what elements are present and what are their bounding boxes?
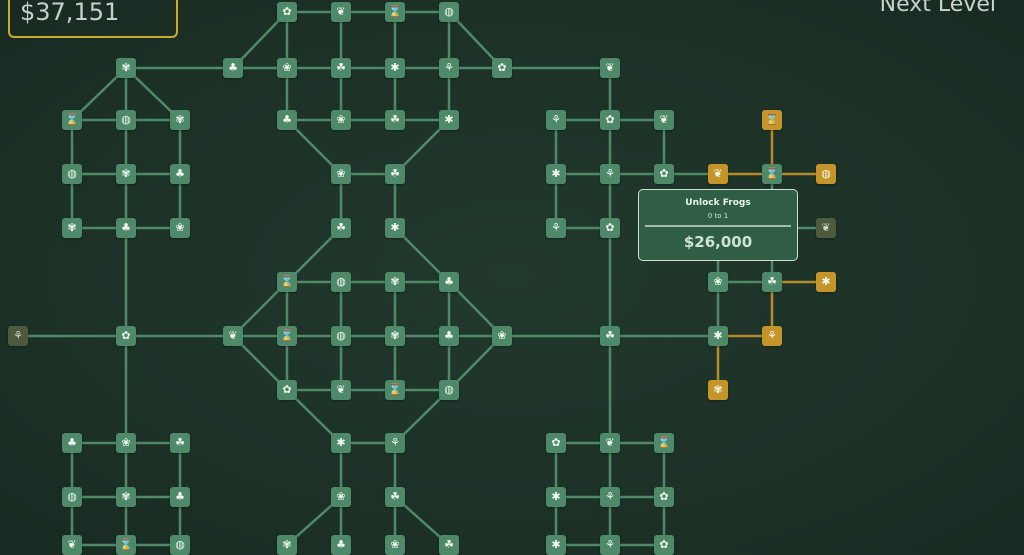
upgrade-node-unlocked[interactable]: ◍ xyxy=(331,272,351,292)
upgrade-node-unlocked[interactable]: ❀ xyxy=(277,58,297,78)
upgrade-node-unlocked[interactable]: ❦ xyxy=(62,535,82,555)
upgrade-node-unlocked[interactable]: ⚘ xyxy=(600,487,620,507)
upgrade-node-unlocked[interactable]: ❀ xyxy=(708,272,728,292)
upgrade-node-unlocked[interactable]: ♣ xyxy=(170,164,190,184)
upgrade-node-unlocked[interactable]: ✱ xyxy=(546,535,566,555)
upgrade-node-unlocked[interactable]: ❀ xyxy=(331,164,351,184)
upgrade-node-unlocked[interactable]: ⚘ xyxy=(385,433,405,453)
upgrade-node-unlocked[interactable]: ✾ xyxy=(170,110,190,130)
upgrade-node-unlocked[interactable]: ⌛ xyxy=(654,433,674,453)
upgrade-node-unlocked[interactable]: ❦ xyxy=(331,380,351,400)
upgrade-node-unlocked[interactable]: ❦ xyxy=(331,2,351,22)
upgrade-node-unlocked[interactable]: ⚘ xyxy=(546,218,566,238)
upgrade-node-unlocked[interactable]: ⚘ xyxy=(439,58,459,78)
upgrade-node-unlocked[interactable]: ❦ xyxy=(223,326,243,346)
upgrade-node-unlocked[interactable]: ✿ xyxy=(492,58,512,78)
upgrade-node-unlocked[interactable]: ❀ xyxy=(385,535,405,555)
upgrade-node-unlocked[interactable]: ✱ xyxy=(546,164,566,184)
upgrade-node-unlocked[interactable]: ⚘ xyxy=(546,110,566,130)
upgrade-node-unlocked[interactable]: ☘ xyxy=(170,433,190,453)
upgrade-node-unlocked[interactable]: ✿ xyxy=(277,380,297,400)
upgrade-node-unlocked[interactable]: ◍ xyxy=(116,110,136,130)
upgrade-node-unlocked[interactable]: ✱ xyxy=(385,218,405,238)
upgrade-node-unlocked[interactable]: ❦ xyxy=(600,58,620,78)
upgrade-node-unlocked[interactable]: ⚘ xyxy=(600,164,620,184)
upgrade-node-unlocked[interactable]: ✾ xyxy=(385,272,405,292)
upgrade-node-available[interactable]: ✱ xyxy=(816,272,836,292)
upgrade-node-unlocked[interactable]: ⌛ xyxy=(277,272,297,292)
upgrade-node-unlocked[interactable]: ❦ xyxy=(600,433,620,453)
upgrade-node-unlocked[interactable]: ✱ xyxy=(385,58,405,78)
upgrade-node-unlocked[interactable]: ✾ xyxy=(62,218,82,238)
upgrade-node-unlocked[interactable]: ✿ xyxy=(546,433,566,453)
upgrade-node-unlocked[interactable]: ✱ xyxy=(708,326,728,346)
upgrade-node-unlocked[interactable]: ✿ xyxy=(277,2,297,22)
upgrade-node-unlocked[interactable]: ◍ xyxy=(170,535,190,555)
upgrade-node-unlocked[interactable]: ⌛ xyxy=(762,164,782,184)
upgrade-node-unlocked[interactable]: ✱ xyxy=(546,487,566,507)
upgrade-node-unlocked[interactable]: ⌛ xyxy=(277,326,297,346)
upgrade-node-unlocked[interactable]: ☘ xyxy=(762,272,782,292)
upgrade-node-unlocked[interactable]: ✿ xyxy=(600,110,620,130)
upgrade-node-locked[interactable]: ⚘ xyxy=(8,326,28,346)
upgrade-node-unlocked[interactable]: ✿ xyxy=(654,535,674,555)
upgrade-node-unlocked[interactable]: ☘ xyxy=(439,535,459,555)
upgrade-node-unlocked[interactable]: ⌛ xyxy=(385,380,405,400)
upgrade-node-unlocked[interactable]: ☘ xyxy=(331,58,351,78)
upgrade-node-available[interactable]: ⚘ xyxy=(762,326,782,346)
upgrade-node-unlocked[interactable]: ✱ xyxy=(331,433,351,453)
upgrade-node-unlocked[interactable]: ❀ xyxy=(492,326,512,346)
upgrade-node-unlocked[interactable]: ✾ xyxy=(116,487,136,507)
upgrade-node-unlocked[interactable]: ⌛ xyxy=(116,535,136,555)
upgrade-node-unlocked[interactable]: ♣ xyxy=(223,58,243,78)
upgrade-node-unlocked[interactable]: ✾ xyxy=(116,58,136,78)
money-display: $37,151 xyxy=(8,0,178,38)
upgrade-node-unlocked[interactable]: ✿ xyxy=(654,164,674,184)
upgrade-node-available[interactable]: ✾ xyxy=(708,380,728,400)
upgrade-node-unlocked[interactable]: ✾ xyxy=(385,326,405,346)
upgrade-tooltip: Unlock Frogs 0 to 1 $26,000 xyxy=(638,189,798,261)
upgrade-node-unlocked[interactable]: ♣ xyxy=(439,272,459,292)
upgrade-node-unlocked[interactable]: ◍ xyxy=(62,164,82,184)
upgrade-node-unlocked[interactable]: ✾ xyxy=(116,164,136,184)
upgrade-node-unlocked[interactable]: ♣ xyxy=(116,218,136,238)
upgrade-node-unlocked[interactable]: ☘ xyxy=(385,110,405,130)
tooltip-price: $26,000 xyxy=(683,233,753,251)
tooltip-title: Unlock Frogs xyxy=(685,198,751,208)
upgrade-node-unlocked[interactable]: ☘ xyxy=(600,326,620,346)
upgrade-node-unlocked[interactable]: ◍ xyxy=(439,2,459,22)
upgrade-node-unlocked[interactable]: ♣ xyxy=(331,535,351,555)
upgrade-node-unlocked[interactable]: ✾ xyxy=(277,535,297,555)
upgrade-node-available[interactable]: ❦ xyxy=(708,164,728,184)
upgrade-node-unlocked[interactable]: ✿ xyxy=(116,326,136,346)
upgrade-node-unlocked[interactable]: ⚘ xyxy=(600,535,620,555)
money-value: $37,151 xyxy=(20,0,120,26)
upgrade-node-unlocked[interactable]: ◍ xyxy=(439,380,459,400)
upgrade-node-unlocked[interactable]: ♣ xyxy=(277,110,297,130)
upgrade-node-unlocked[interactable]: ♣ xyxy=(170,487,190,507)
upgrade-node-unlocked[interactable]: ☘ xyxy=(385,487,405,507)
upgrade-node-unlocked[interactable]: ☘ xyxy=(331,218,351,238)
upgrade-node-unlocked[interactable]: ❀ xyxy=(331,487,351,507)
tooltip-progress-text: 0 to 1 xyxy=(707,212,729,220)
upgrade-node-unlocked[interactable]: ✿ xyxy=(600,218,620,238)
upgrade-node-unlocked[interactable]: ❀ xyxy=(116,433,136,453)
upgrade-node-unlocked[interactable]: ❀ xyxy=(170,218,190,238)
upgrade-node-unlocked[interactable]: ◍ xyxy=(62,487,82,507)
upgrade-node-locked[interactable]: ❦ xyxy=(816,218,836,238)
upgrade-node-unlocked[interactable]: ♣ xyxy=(439,326,459,346)
upgrade-node-unlocked[interactable]: ◍ xyxy=(331,326,351,346)
upgrade-node-unlocked[interactable]: ❀ xyxy=(331,110,351,130)
upgrade-node-unlocked[interactable]: ♣ xyxy=(62,433,82,453)
tooltip-progress-bar xyxy=(645,225,791,227)
upgrade-node-unlocked[interactable]: ☘ xyxy=(385,164,405,184)
next-level-button[interactable]: Next Level xyxy=(879,0,996,17)
upgrade-node-unlocked[interactable]: ⌛ xyxy=(385,2,405,22)
upgrade-node-available[interactable]: ⌛ xyxy=(762,110,782,130)
upgrade-node-unlocked[interactable]: ✱ xyxy=(439,110,459,130)
upgrade-node-available[interactable]: ◍ xyxy=(816,164,836,184)
upgrade-node-unlocked[interactable]: ⌛ xyxy=(62,110,82,130)
upgrade-node-unlocked[interactable]: ❦ xyxy=(654,110,674,130)
upgrade-node-unlocked[interactable]: ✿ xyxy=(654,487,674,507)
